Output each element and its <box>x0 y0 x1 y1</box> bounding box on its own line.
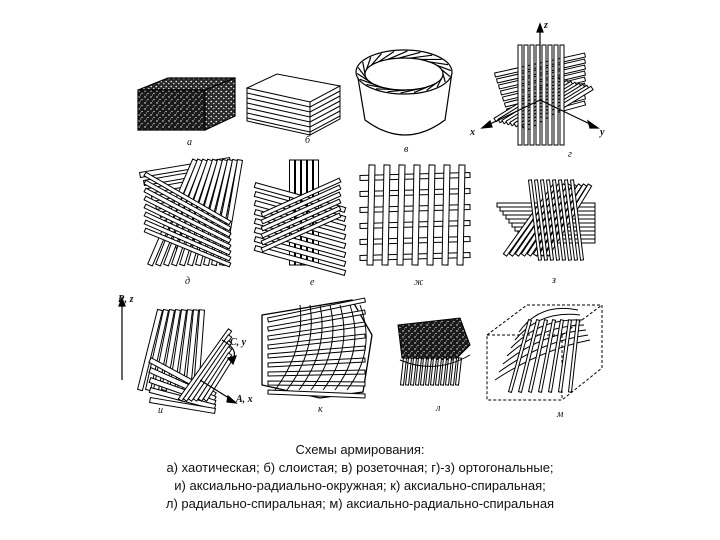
axis-label-ax: A, x <box>235 394 253 405</box>
fiber-rod <box>548 45 552 145</box>
axis-label-x: x <box>469 127 475 138</box>
panel-label-k: к <box>318 404 323 415</box>
panel-m-axial-radial-spiral <box>487 305 602 400</box>
fiber-rod <box>529 320 548 393</box>
panel-l-radial-spiral <box>398 318 470 385</box>
panel-k-axial-spiral <box>262 298 372 398</box>
fiber-rod <box>382 165 390 265</box>
axis-label-rz: R, z <box>117 294 134 305</box>
caption-line-1: а) хаотическая; б) слоистая; в) розеточн… <box>0 459 720 477</box>
panel-a-chaotic-block <box>138 78 235 130</box>
panel-label-b: б <box>305 135 311 146</box>
fiber-rod <box>554 45 558 145</box>
fiber-rod <box>412 165 420 265</box>
panel-label-a: а <box>187 137 192 148</box>
panel-label-v: в <box>404 144 409 155</box>
fiber-rod <box>530 45 534 145</box>
panel-label-z: з <box>551 275 556 286</box>
caption-title: Схемы армирования: <box>0 441 720 459</box>
panel-g-orthogonal-3d: z x y <box>469 20 605 145</box>
panel-d-orthogonal <box>140 158 243 267</box>
panel-label-g: г <box>568 149 572 160</box>
figure-caption: Схемы армирования: а) хаотическая; б) сл… <box>0 441 720 513</box>
panel-label-zh: ж <box>414 277 424 288</box>
panel-e-orthogonal <box>254 160 345 275</box>
fiber-rod <box>518 45 522 145</box>
axis-label-z: z <box>543 20 548 31</box>
panel-label-l: л <box>435 403 441 414</box>
caption-line-2: и) аксиально-радиально-окружная; к) акси… <box>0 477 720 495</box>
fiber-rod <box>397 165 405 265</box>
panel-i-axial-radial-circ: R, z C, y A, x <box>117 294 253 413</box>
panel-z-orthogonal <box>497 180 595 260</box>
fiber-rod <box>524 45 528 145</box>
panel-v-rosette-cylinder <box>356 50 452 135</box>
axis-label-cy: C, y <box>230 337 247 348</box>
panel-zh-orthogonal-grid <box>360 165 470 265</box>
fiber-rod <box>367 165 375 265</box>
panel-label-i: и <box>158 405 163 416</box>
panel-label-d: д <box>185 276 190 287</box>
fiber-rod <box>542 45 546 145</box>
panel-b-layered-block <box>247 74 340 135</box>
fiber-rod <box>560 45 564 145</box>
fiber-rod <box>457 165 465 265</box>
fiber-rod <box>442 165 450 265</box>
caption-line-3: л) радиально-спиральная; м) аксиально-ра… <box>0 495 720 513</box>
axis-label-y: y <box>599 127 605 138</box>
fiber-rod <box>427 165 435 265</box>
panel-label-e: е <box>310 277 315 288</box>
panel-label-m: м <box>556 409 564 420</box>
